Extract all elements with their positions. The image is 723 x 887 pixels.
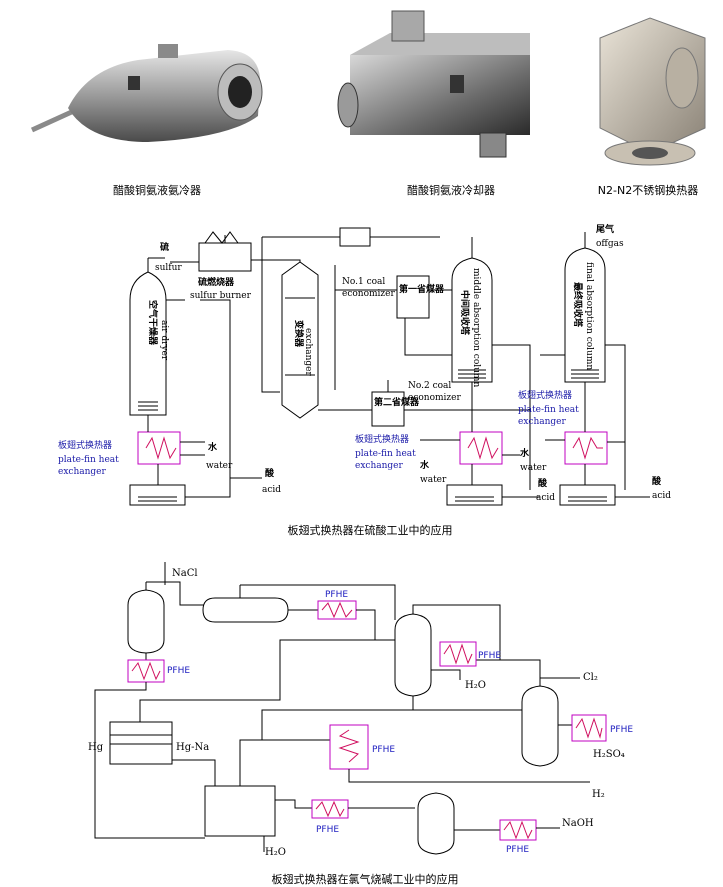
water-cn-2: 水 bbox=[420, 459, 430, 471]
burner-label-cn: 硫燃烧器 bbox=[198, 276, 235, 288]
water-cn-3: 水 bbox=[520, 447, 530, 459]
acid-en-3: acid bbox=[652, 491, 671, 501]
cl2-label: Cl₂ bbox=[583, 672, 598, 683]
decomposer bbox=[204, 785, 276, 837]
drying-tower bbox=[521, 685, 559, 767]
pfhe-c7 bbox=[571, 714, 607, 742]
pfhe-c5 bbox=[329, 724, 369, 770]
eco2-en-2: economizer bbox=[408, 393, 461, 403]
photo-cuprammonia-cooler bbox=[330, 5, 540, 165]
pfhe-c3 bbox=[311, 799, 349, 819]
vessel-1 bbox=[127, 589, 165, 654]
acid-cn-3: 酸 bbox=[652, 475, 662, 487]
pfhe-2 bbox=[459, 431, 503, 465]
hg-label: Hg bbox=[88, 742, 104, 753]
acid-cn-2: 酸 bbox=[538, 477, 548, 489]
pfhe-label-2-en2: exchanger bbox=[355, 461, 403, 471]
h2o-label-2: H₂O bbox=[465, 680, 486, 691]
pfhe-label-3-en1: plate-fin heat bbox=[518, 405, 579, 415]
final-column-en: final absorption column bbox=[584, 262, 594, 370]
pfhe-c6 bbox=[439, 641, 477, 667]
offgas-cn: 尾气 bbox=[595, 223, 614, 235]
pfhe-label-2-en1: plate-fin heat bbox=[355, 449, 416, 459]
eco2 bbox=[371, 391, 405, 427]
naoh-label: NaOH bbox=[562, 818, 594, 829]
acid-cn-1: 酸 bbox=[265, 467, 275, 479]
pfhe-c1-label: PFHE bbox=[325, 590, 348, 600]
photo-caption-1: 醋酸铜氨液氨冷器 bbox=[113, 184, 201, 197]
pfhe-label-3-en2: exchanger bbox=[518, 417, 566, 427]
tank-2 bbox=[446, 484, 503, 506]
final-column-cn: 最终吸收塔 bbox=[572, 282, 584, 328]
eco1 bbox=[396, 275, 430, 319]
eco2-cn: 第二省煤器 bbox=[374, 396, 420, 408]
eco1-en-1: No.1 coal bbox=[342, 277, 385, 287]
mercury-cell bbox=[109, 721, 173, 765]
eco1-cn: 第一省煤器 bbox=[399, 283, 445, 295]
air-dryer-cn: 空气干燥器 bbox=[147, 300, 159, 346]
pfhe-c3-label: PFHE bbox=[316, 825, 339, 835]
sulfuric-caption: 板翅式换热器在硫酸工业中的应用 bbox=[287, 524, 453, 537]
acid-en-1: acid bbox=[262, 485, 281, 495]
vessel-bottom bbox=[417, 792, 455, 855]
pfhe-label-3-cn: 板翅式换热器 bbox=[518, 389, 572, 401]
h2so4-label: H₂SO₄ bbox=[593, 749, 625, 760]
drum bbox=[202, 597, 289, 623]
eco2-en-1: No.2 coal bbox=[408, 381, 451, 391]
cl-cooler bbox=[394, 613, 432, 697]
sulfur-burner bbox=[198, 242, 252, 272]
photo-caption-2: 醋酸铜氨液冷却器 bbox=[407, 184, 495, 197]
pfhe-c6-label: PFHE bbox=[478, 651, 501, 661]
sulfur-label-en: sulfur bbox=[155, 263, 182, 273]
tank-1 bbox=[129, 484, 186, 506]
pfhe-c5-label: PFHE bbox=[372, 745, 395, 755]
water-cn-1: 水 bbox=[208, 441, 218, 453]
pfhe-c4-label: PFHE bbox=[506, 845, 529, 855]
final-column bbox=[564, 247, 606, 383]
water-en-2: water bbox=[420, 475, 447, 485]
pfhe-c2-label: PFHE bbox=[167, 666, 190, 676]
pfhe-label-1-en1: plate-fin heat bbox=[58, 455, 119, 465]
pfhe-label-2-cn: 板翅式换热器 bbox=[355, 433, 409, 445]
converter bbox=[281, 261, 319, 419]
pfhe-c4 bbox=[499, 819, 537, 841]
nacl-label: NaCl bbox=[172, 568, 198, 579]
photo-ammonia-cooler bbox=[28, 38, 278, 158]
h2o-label-1: H₂O bbox=[265, 847, 286, 858]
pfhe-c7-label: PFHE bbox=[610, 725, 633, 735]
converter-cn: 变换器 bbox=[293, 320, 305, 348]
pfhe-label-1-cn: 板翅式换热器 bbox=[58, 439, 112, 451]
hg-na-label: Hg-Na bbox=[176, 742, 209, 753]
tank-3 bbox=[559, 484, 616, 506]
air-dryer bbox=[129, 271, 167, 416]
pfhe-c2 bbox=[127, 659, 165, 683]
eco1-en-2: economizer bbox=[342, 289, 395, 299]
acid-en-2: acid bbox=[536, 493, 555, 503]
chlor-caption: 板翅式换热器在氯气烧碱工业中的应用 bbox=[271, 873, 459, 886]
converter-en: exchanger bbox=[303, 328, 313, 376]
air-dryer-en: air dryer bbox=[159, 320, 169, 361]
sulfur-label-cn: 硫 bbox=[160, 241, 169, 253]
pfhe-1 bbox=[137, 431, 181, 465]
offgas-en: offgas bbox=[596, 239, 624, 249]
middle-column-cn: 中间吸收塔 bbox=[459, 290, 471, 336]
water-en-1: water bbox=[206, 461, 233, 471]
middle-column bbox=[451, 257, 493, 383]
middle-column-en: middle absorption column bbox=[471, 268, 481, 387]
photo-n2-exchanger bbox=[590, 8, 715, 168]
h2-label: H₂ bbox=[592, 789, 605, 800]
burner-label-en: sulfur burner bbox=[190, 291, 252, 301]
photo-caption-3: N2-N2不锈钢换热器 bbox=[597, 184, 699, 197]
water-en-3: water bbox=[520, 463, 547, 473]
pfhe-label-1-en2: exchanger bbox=[58, 467, 106, 477]
